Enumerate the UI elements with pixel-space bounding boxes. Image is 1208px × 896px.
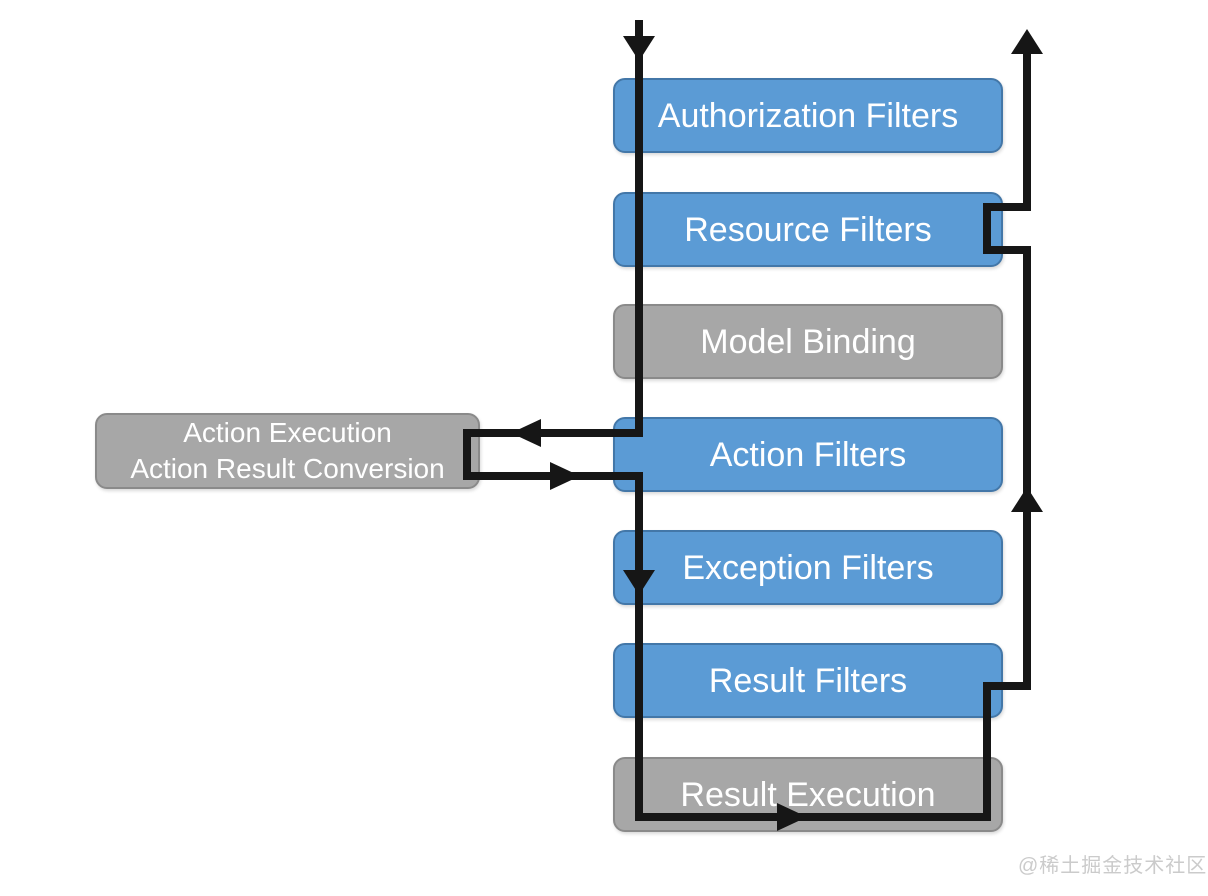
pipeline-box-result-filters: Result Filters xyxy=(613,643,1003,718)
box-label: Authorization Filters xyxy=(657,96,959,135)
box-label: Resource Filters xyxy=(684,210,932,249)
box-label: Result Filters xyxy=(708,661,908,700)
pipeline-box-result-execution: Result Execution xyxy=(613,757,1003,832)
watermark-text: @稀土掘金技术社区 xyxy=(1018,855,1208,877)
arrowhead-up-mid-icon xyxy=(1011,487,1043,512)
box-label: Action Filters xyxy=(709,435,907,474)
pipeline-box-resource-filters: Resource Filters xyxy=(613,192,1003,267)
action-execution-box: Action Execution Action Result Conversio… xyxy=(95,413,480,489)
pipeline-box-exception-filters: Exception Filters xyxy=(613,530,1003,605)
box-label: Exception Filters xyxy=(682,548,934,587)
pipeline-box-model-binding: Model Binding xyxy=(613,304,1003,379)
box-label: Result Execution xyxy=(680,775,936,814)
pipeline-box-action-filters: Action Filters xyxy=(613,417,1003,492)
pipeline-box-authorization-filters: Authorization Filters xyxy=(613,78,1003,153)
box-label: Model Binding xyxy=(700,322,916,361)
arrowhead-down-entry-icon xyxy=(623,36,655,61)
arrowhead-right-from-action-icon xyxy=(550,462,580,490)
side-box-line2: Action Result Conversion xyxy=(130,453,445,484)
arrowhead-up-exit-icon xyxy=(1011,29,1043,54)
arrowhead-left-to-action-icon xyxy=(511,419,541,447)
side-box-line1: Action Execution xyxy=(183,417,392,448)
